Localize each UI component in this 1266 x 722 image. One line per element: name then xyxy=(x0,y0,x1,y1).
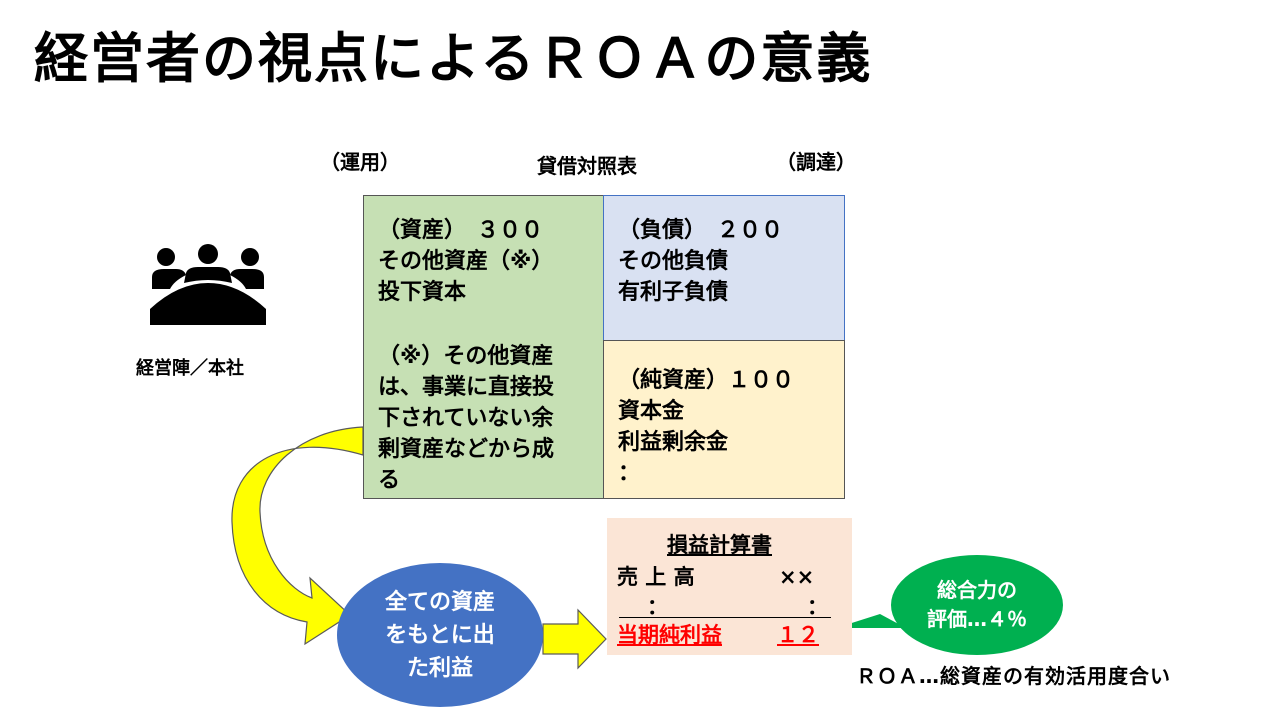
equity-box: （純資産）１００ 資本金 利益剰余金 ： xyxy=(603,340,845,499)
note-line: 下されていない余 xyxy=(378,406,554,431)
roa-caption: ＲＯＡ…総資産の有効活用度合い xyxy=(856,664,1171,688)
pl-dots-left: ： xyxy=(647,595,668,619)
equity-line: （純資産）１００ xyxy=(618,368,795,393)
bubble-line: 評価…４％ xyxy=(927,607,1027,631)
liab-line: 有利子負債 xyxy=(618,280,729,305)
profit-oval: 全ての資産 をもとに出 た利益 xyxy=(337,563,543,707)
note-line: 剰資産などから成 xyxy=(378,437,555,462)
bubble-line: 総合力の xyxy=(937,578,1017,602)
income-statement-box: 損益計算書 売 上 高 ×× ： ： 当期純利益 １２ xyxy=(607,518,852,655)
pl-sales-value: ×× xyxy=(779,565,815,589)
bubble-tail xyxy=(836,614,906,628)
note-line: は、事業に直接投 xyxy=(378,375,555,400)
page-title: 経営者の視点によるＲＯＡの意義 xyxy=(34,27,873,90)
assets-line: その他資産（※） xyxy=(378,249,554,274)
equity-line: 資本金 xyxy=(618,399,685,424)
pl-net-income-label: 当期純利益 xyxy=(617,623,722,647)
assets-line: 投下資本 xyxy=(378,280,467,305)
pl-dots-right: ： xyxy=(807,595,828,619)
label-unyo: （運用） xyxy=(320,150,400,174)
oval-line: をもとに出 xyxy=(385,622,495,648)
note-line: （※）その他資産 xyxy=(378,344,554,369)
oval-line: た利益 xyxy=(406,655,473,681)
assets-note: （※）その他資産 は、事業に直接投 下されていない余 剰資産などから成 る xyxy=(378,341,554,496)
liab-line: その他負債 xyxy=(618,249,729,274)
liabilities-box: （負債） ２００ その他負債 有利子負債 xyxy=(603,195,845,341)
liabilities-text: （負債） ２００ その他負債 有利子負債 xyxy=(618,215,783,308)
straight-arrow xyxy=(542,608,607,670)
liab-line: （負債） ２００ xyxy=(618,218,784,243)
pl-sales-label: 売 上 高 xyxy=(617,565,695,589)
pl-divider xyxy=(619,617,831,618)
group-people-icon xyxy=(148,243,268,325)
assets-text: （資産） ３００ その他資産（※） 投下資本 xyxy=(378,215,553,308)
management-label: 経営陣／本社 xyxy=(136,358,244,379)
roa-evaluation-bubble: 総合力の 評価…４％ xyxy=(891,555,1063,655)
oval-line: 全ての資産 xyxy=(384,589,495,615)
pl-net-income-value: １２ xyxy=(777,623,819,647)
label-chotatsu: （調達） xyxy=(776,150,856,174)
curved-arrow xyxy=(231,426,364,646)
equity-text: （純資産）１００ 資本金 利益剰余金 ： xyxy=(618,365,794,489)
assets-line: （資産） ３００ xyxy=(378,218,544,243)
label-balance-sheet: 貸借対照表 xyxy=(537,154,637,178)
assets-box: （資産） ３００ その他資産（※） 投下資本 （※）その他資産 は、事業に直接投… xyxy=(363,195,604,499)
equity-line: ： xyxy=(618,461,641,486)
equity-line: 利益剰余金 xyxy=(618,430,729,455)
pl-title: 損益計算書 xyxy=(667,533,772,557)
note-line: る xyxy=(378,468,401,493)
